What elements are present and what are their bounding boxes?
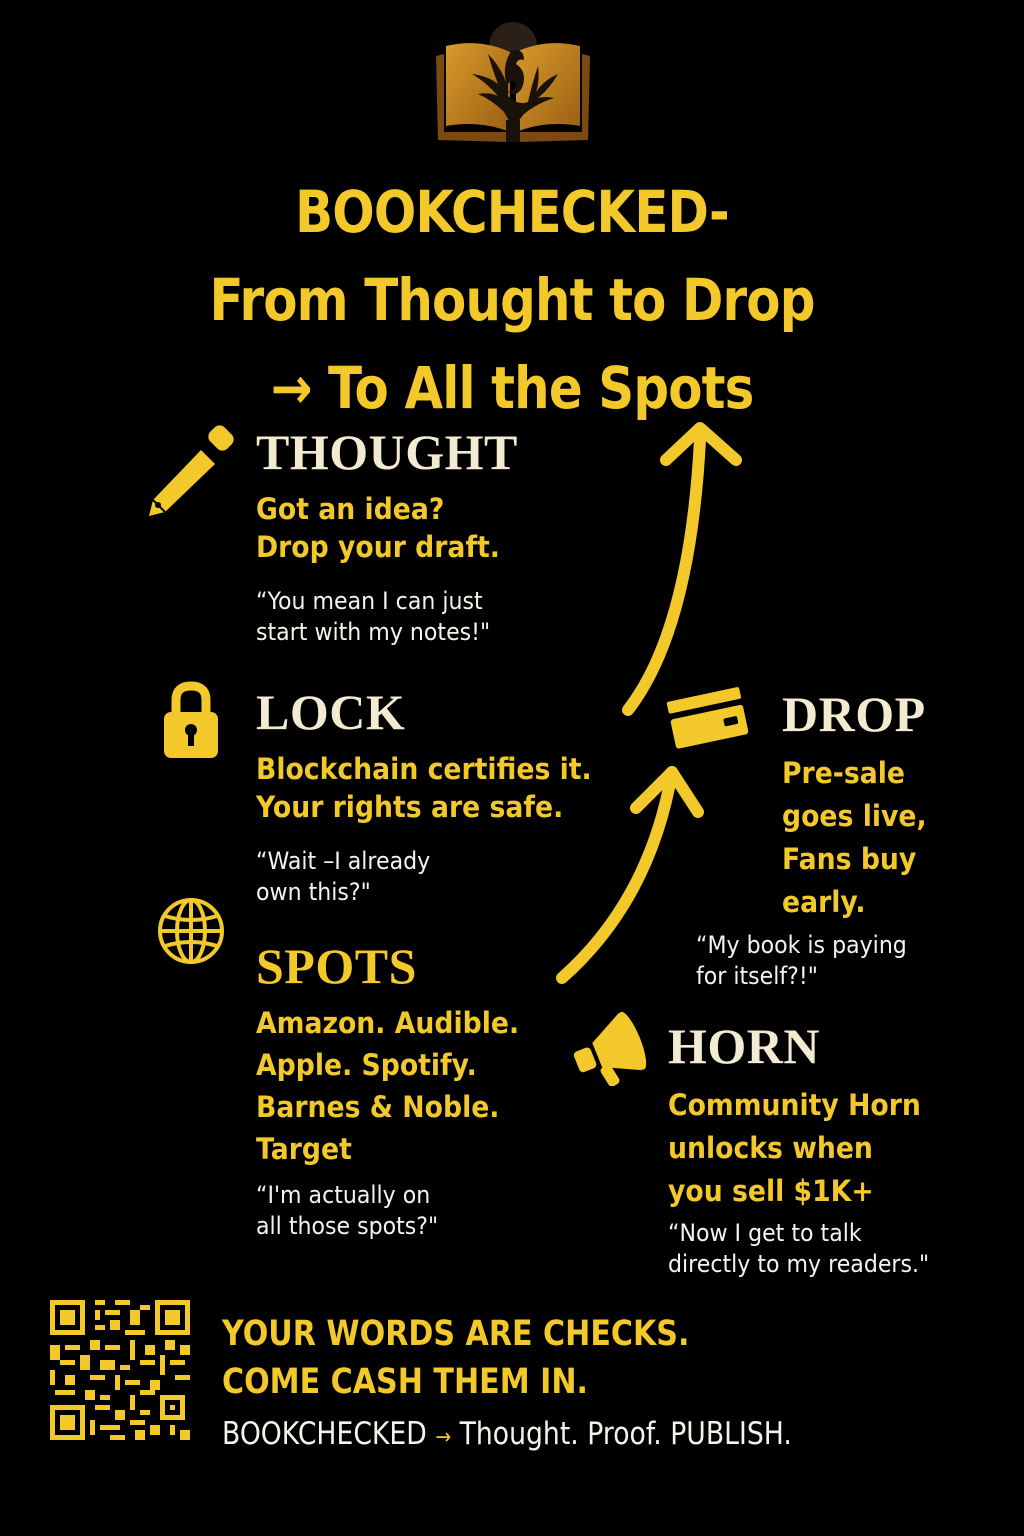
pencil-icon [149, 425, 234, 516]
step-quote: “Now I get to talk directly to my reader… [668, 1219, 930, 1278]
brand-logo [432, 8, 594, 148]
title-line-1: BOOKCHECKED- [295, 178, 730, 246]
step-description: Pre-sale goes live, Fans buy early. [782, 756, 927, 919]
flow-arrows [556, 422, 742, 984]
step-quote: “My book is paying for itself?!" [696, 931, 907, 990]
credit-card-icon [666, 687, 749, 749]
qr-code-icon[interactable] [50, 1300, 190, 1440]
arrow-up-large-icon [622, 422, 742, 716]
step-heading: HORN [668, 1018, 820, 1074]
step-heading: THOUGHT [256, 424, 518, 480]
step-quote: “Wait –I already own this?" [256, 847, 431, 906]
title-line-2: From Thought to Drop [209, 266, 815, 334]
tagline-brand: BOOKCHECKED [222, 1416, 427, 1452]
step-heading: DROP [782, 686, 926, 742]
open-book-phoenix-logo-icon [436, 22, 590, 142]
footer-tagline: BOOKCHECKED → Thought. Proof. PUBLISH. [222, 1414, 792, 1458]
title-line-3: → To All the Spots [270, 354, 755, 422]
padlock-icon [164, 681, 218, 758]
step-quote: “I'm actually on all those spots?" [256, 1181, 439, 1240]
megaphone-icon [573, 1012, 647, 1086]
step-heading: SPOTS [256, 938, 417, 994]
step-quote: “You mean I can just start with my notes… [256, 587, 491, 646]
globe-icon [158, 898, 224, 964]
step-description: Community Horn unlocks when you sell $1K… [668, 1088, 921, 1208]
page-title: BOOKCHECKED- From Thought to Drop → To A… [72, 168, 953, 432]
step-heading: LOCK [256, 684, 406, 740]
tagline-text: Thought. Proof. PUBLISH. [459, 1416, 792, 1452]
step-description: Amazon. Audible. Apple. Spotify. Barnes … [256, 1006, 520, 1166]
step-description: Blockchain certifies it. Your rights are… [256, 752, 592, 824]
arrow-up-small-icon [556, 766, 704, 984]
tagline-arrow-icon: → [435, 1425, 452, 1450]
footer-headline: YOUR WORDS ARE CHECKS. COME CASH THEM IN… [222, 1314, 690, 1402]
step-description: Got an idea? Drop your draft. [256, 492, 500, 564]
